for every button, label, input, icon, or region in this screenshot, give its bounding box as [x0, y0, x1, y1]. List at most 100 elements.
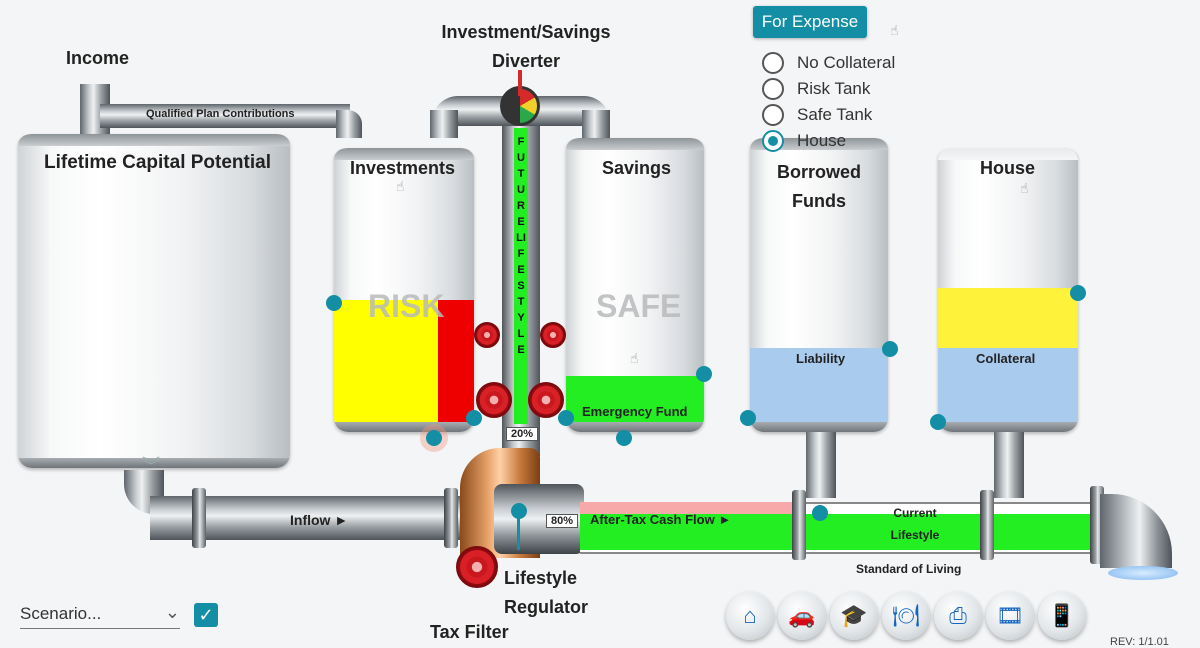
lifetime-capital-label: Lifetime Capital Potential	[44, 152, 271, 173]
lifestyle-regulator-valve[interactable]	[456, 546, 498, 588]
lifetime-capital-tank[interactable]	[18, 134, 290, 468]
inflow-flange-left	[192, 488, 206, 548]
for-expense-button[interactable]: For Expense	[753, 6, 867, 38]
radio-house[interactable]	[762, 130, 784, 152]
regulator-gauge-line	[517, 508, 520, 550]
borrowed-line2: Funds	[792, 191, 846, 211]
tank-top	[938, 148, 1078, 160]
graduation-cap-icon[interactable]: 🎓	[830, 592, 878, 640]
risk-red-fill	[438, 300, 474, 422]
hand-pointer-icon: ☝	[890, 22, 899, 38]
radio-label-house: House	[797, 131, 847, 150]
investments-upper-valve[interactable]	[474, 322, 500, 348]
collateral-label: Collateral	[976, 351, 1036, 366]
hand-pointer-icon: ☝	[1020, 180, 1029, 196]
diverter-title-line2: Diverter	[491, 51, 561, 71]
current-lifestyle-label: Current Lifestyle	[870, 502, 960, 546]
regulator-handle[interactable]	[511, 503, 527, 519]
outlet-elbow	[1100, 494, 1172, 568]
income-label: Income	[66, 48, 130, 68]
savings-lower-valve[interactable]	[528, 382, 564, 418]
after-tax-pct-label: 80%	[546, 514, 578, 528]
tank-bottom	[750, 422, 888, 432]
tank-top	[566, 138, 704, 150]
radio-no-collateral[interactable]	[762, 52, 784, 74]
regulator-line1: Lifestyle	[504, 568, 578, 588]
lifestyle-regulator-label: Lifestyle Regulator	[504, 564, 588, 622]
standard-of-living-label: Standard of Living	[856, 562, 962, 576]
revision-label: REV: 1/1.01	[1110, 636, 1169, 648]
liability-fill	[750, 348, 888, 422]
qualified-plan-pipe	[100, 104, 350, 128]
scenario-checkbox[interactable]: ✓	[194, 603, 218, 627]
risk-yellow-fill	[334, 300, 438, 422]
investments-right-handle[interactable]	[466, 410, 482, 426]
future-lifestyle-fill	[514, 128, 528, 424]
borrowed-left-handle[interactable]	[740, 410, 756, 426]
scenario-select-value: Scenario...	[20, 604, 102, 623]
savings-label: Savings	[602, 158, 672, 178]
borrowed-level-handle[interactable]	[882, 341, 898, 357]
phone-icon[interactable]: 📱	[1038, 592, 1086, 640]
dining-icon[interactable]: 🍽	[882, 592, 930, 640]
tank-top	[18, 134, 290, 146]
future-lifestyle-label: FUTURE LIFESTYLE	[516, 136, 526, 356]
investments-bottom-handle[interactable]	[426, 430, 442, 446]
future-pct-label: 20%	[506, 427, 538, 441]
house-label: House	[980, 158, 1036, 178]
investments-tank[interactable]	[334, 148, 474, 432]
media-icon[interactable]: 🎞	[986, 592, 1034, 640]
borrowed-funds-tank[interactable]	[750, 138, 888, 432]
diverter-needle	[518, 70, 522, 96]
savings-level-handle[interactable]	[696, 366, 712, 382]
car-icon[interactable]: 🚗	[778, 592, 826, 640]
radio-risk-tank[interactable]	[762, 78, 784, 100]
tank-bottom	[334, 422, 474, 432]
hand-pointer-icon: ☝	[630, 350, 639, 366]
after-tax-pink-strip	[580, 502, 794, 514]
charity-icon[interactable]: ⎙	[934, 592, 982, 640]
emergency-fund-fill	[566, 376, 704, 422]
savings-upper-valve[interactable]	[540, 322, 566, 348]
tank-top	[750, 138, 888, 150]
after-tax-flange-1	[792, 490, 806, 560]
borrowed-funds-label: Borrowed Funds	[750, 158, 888, 216]
diverter-right-drop	[582, 110, 610, 138]
after-tax-flow-label: After-Tax Cash Flow ►	[590, 512, 732, 527]
emergency-fund-label: Emergency Fund	[582, 404, 688, 419]
lifestyle-handle[interactable]	[812, 505, 828, 521]
collateral-yellow-fill	[938, 288, 1078, 348]
inflow-flange-right	[444, 488, 458, 548]
after-tax-flow-fill	[580, 514, 1098, 550]
house-left-handle[interactable]	[930, 414, 946, 430]
risk-watermark: RISK	[368, 288, 445, 324]
tank-bottom	[566, 422, 704, 432]
hand-pointer-icon: ☝	[396, 178, 405, 194]
investments-level-handle[interactable]	[326, 295, 342, 311]
tax-filter-label: Tax Filter	[430, 622, 509, 642]
current-lifestyle-line2: Lifestyle	[890, 528, 940, 542]
house-tank[interactable]	[938, 148, 1078, 432]
liability-label: Liability	[796, 351, 846, 366]
safe-watermark: SAFE	[596, 288, 682, 324]
savings-tank[interactable]	[566, 138, 704, 432]
radio-safe-tank[interactable]	[762, 104, 784, 126]
house-level-handle[interactable]	[1070, 285, 1086, 301]
home-icon[interactable]: ⌂	[726, 592, 774, 640]
house-drain-pipe	[994, 432, 1024, 498]
qualified-plan-label: Qualified Plan Contributions	[146, 108, 295, 120]
savings-bottom-handle[interactable]	[616, 430, 632, 446]
savings-left-handle[interactable]	[558, 410, 574, 426]
tank-bottom	[938, 422, 1078, 432]
current-lifestyle-line1: Current	[893, 506, 937, 520]
radio-label-risk-tank: Risk Tank	[797, 79, 871, 98]
radio-label-no-collateral: No Collateral	[797, 53, 896, 72]
investments-lower-valve[interactable]	[476, 382, 512, 418]
collateral-blue-fill	[938, 348, 1078, 422]
outlet-spray	[1108, 566, 1178, 580]
inflow-label: Inflow ►	[290, 512, 349, 528]
diverter-left-drop	[430, 110, 458, 138]
qualified-plan-elbow	[336, 110, 362, 138]
scenario-select[interactable]: Scenario... ⌄	[20, 602, 180, 629]
tank-top	[334, 148, 474, 160]
